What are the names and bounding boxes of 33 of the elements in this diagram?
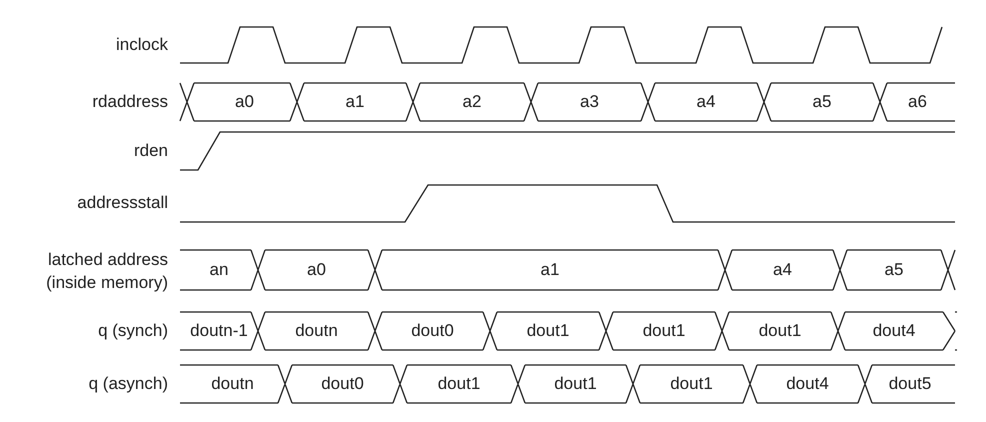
bus-value: doutn — [211, 374, 254, 394]
bus-value: a4 — [773, 260, 792, 280]
bus-value: a3 — [580, 92, 599, 112]
bus-value: dout1 — [554, 374, 597, 394]
bus-value: dout1 — [438, 374, 480, 394]
signal-name: q (asynch) — [88, 374, 168, 394]
bus-value: dout1 — [758, 321, 802, 341]
bus-value: a6 — [908, 92, 927, 112]
bus-value: dout4 — [786, 374, 829, 394]
bus-value: dout0 — [411, 321, 454, 341]
bus-value: dout0 — [321, 374, 364, 394]
signal-name: rden — [132, 141, 168, 161]
bus-value: a0 — [235, 92, 254, 112]
signal-name: rdaddress — [91, 92, 168, 112]
signal-name: addressstall — [76, 193, 168, 213]
bus-value: a5 — [884, 260, 904, 280]
bus-value: dout1 — [642, 321, 686, 341]
signal-name: inclock — [115, 35, 168, 55]
bus-value: dout1 — [526, 321, 570, 341]
bus-value: a4 — [696, 92, 716, 112]
bus-value: an — [210, 260, 228, 280]
bus-value: a1 — [540, 260, 560, 280]
signal-name: q (synch) — [97, 321, 168, 341]
bus-value: dout5 — [888, 374, 932, 394]
bus-value: dout4 — [872, 321, 916, 341]
bus-value: doutn-1 — [190, 321, 248, 341]
bus-value: a2 — [462, 92, 482, 112]
bus-value: a5 — [812, 92, 832, 112]
bus-value: dout1 — [670, 374, 713, 394]
bus-value: a0 — [307, 260, 326, 280]
signal-name: latched address (inside memory) — [45, 249, 168, 294]
bus-value: doutn — [295, 321, 338, 341]
bus-value: a1 — [346, 92, 364, 112]
